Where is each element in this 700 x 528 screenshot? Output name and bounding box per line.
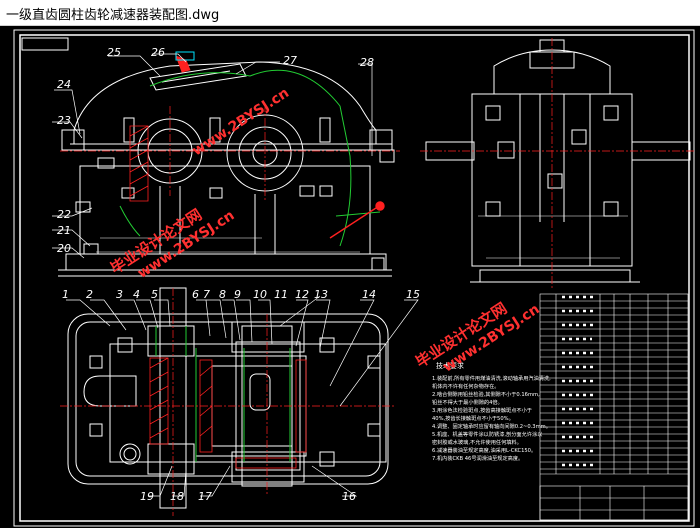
parts-rows	[540, 300, 688, 475]
plan-view	[67, 287, 389, 509]
part-labels-top: 25 26 27 28 24 23 22 21 20	[57, 46, 374, 255]
tech-note-line: 密封胶或水玻璃,不允许使用任何填料。	[432, 438, 522, 446]
label-2: 2	[86, 288, 93, 301]
label-14: 14	[362, 288, 376, 301]
label-16: 16	[342, 490, 356, 503]
label-26: 26	[151, 46, 165, 59]
label-12: 12	[295, 288, 309, 301]
drawing-frame-inner	[19, 34, 690, 522]
part-leaders-bottom	[66, 299, 419, 497]
label-11: 11	[274, 288, 288, 301]
front-section-hatch	[129, 55, 191, 202]
tech-note-line: 4.调整、固定轴承时应留有轴向间隙0.2~0.3mm。	[432, 422, 551, 430]
label-24: 24	[57, 78, 71, 91]
label-15: 15	[406, 288, 420, 301]
label-21: 21	[57, 224, 71, 237]
tech-note-line: 机体内不许有任何杂物存在。	[432, 382, 499, 390]
label-23: 23	[57, 114, 71, 127]
label-20: 20	[57, 242, 71, 255]
tech-note-line: 铅丝不得大于最小侧隙的4倍。	[432, 398, 503, 406]
label-13: 13	[314, 288, 328, 301]
tech-note-line: 7.机内装CKB 46号润滑油至规定高度。	[432, 454, 523, 462]
watermark-url: www.2BYSJ.cn	[189, 85, 292, 159]
label-3: 3	[116, 288, 123, 301]
label-25: 25	[107, 46, 121, 59]
label-22: 22	[57, 208, 71, 221]
front-view	[58, 61, 395, 277]
label-27: 27	[283, 54, 297, 67]
window-titlebar: 一级直齿圆柱齿轮减速器装配图.dwg	[0, 0, 700, 26]
part-labels-bottom: 1 2 3 4 5 6 7 8 9 10 11 12 13 14 15 19 1…	[62, 288, 420, 503]
window-title: 一级直齿圆柱齿轮减速器装配图.dwg	[6, 8, 220, 23]
drawing-frame-outer	[13, 29, 695, 527]
tech-note-line: 1.装配前,所有零件用煤油清洗,滚动轴承用汽油清洗,	[432, 374, 551, 382]
label-9: 9	[234, 288, 241, 301]
watermark-2: www.2BYSJ.cn	[189, 85, 292, 159]
label-4: 4	[133, 288, 140, 301]
label-7: 7	[203, 288, 210, 301]
assembly-drawing: 25 26 27 28 24 23 22 21 20	[13, 29, 696, 527]
side-view	[425, 39, 691, 283]
tech-note-line: 6.减速器装油至规定高度,油采用L-CKC150。	[432, 446, 536, 454]
watermark-3: 毕业设计论文网 www.2BYSJ.cn	[412, 299, 542, 375]
label-6: 6	[192, 288, 199, 301]
label-10: 10	[253, 288, 267, 301]
drawing-number-box	[21, 37, 69, 51]
cad-drawing-canvas[interactable]: 25 26 27 28 24 23 22 21 20	[0, 26, 700, 528]
label-8: 8	[219, 288, 226, 301]
tech-note-line: 2.啮合侧隙用铅丝检验,其侧隙不小于0.16mm,	[432, 390, 540, 398]
label-28: 28	[360, 56, 374, 69]
watermark-1: 毕业设计论文网 www.2BYSJ.cn	[107, 205, 237, 281]
label-18: 18	[170, 490, 184, 503]
label-19: 19	[140, 490, 154, 503]
label-17: 17	[198, 490, 212, 503]
technical-requirements: 技术要求 1.装配前,所有零件用煤油清洗,滚动轴承用汽油清洗, 机体内不许有任何…	[432, 361, 551, 462]
tech-note-line: 3.用涂色法检验斑点,按齿高接触斑点不小于	[432, 406, 532, 414]
label-1: 1	[62, 288, 69, 301]
label-5: 5	[151, 288, 158, 301]
tech-notes-heading: 技术要求	[436, 361, 464, 370]
tech-note-line: 5.机座、机盖等零件涂以防锈漆,剖分面允许涂以	[432, 430, 542, 438]
part-leaders-top	[52, 53, 373, 259]
tech-note-line: 40%,按齿长接触斑点不小于50%。	[432, 414, 514, 422]
parts-list-table	[539, 293, 689, 521]
